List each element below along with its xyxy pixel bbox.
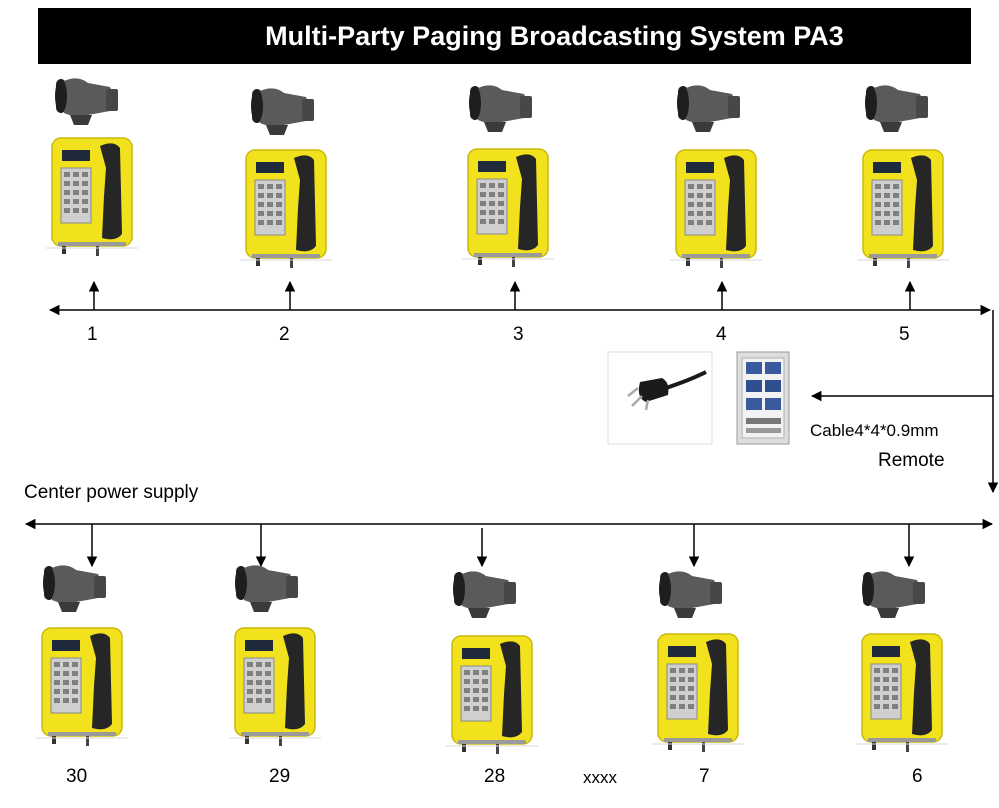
industrial-telephone-icon [445,635,539,755]
remote-label: Remote [878,450,945,471]
station-5 [856,85,950,269]
station-29 [228,565,322,747]
station-label-29: 29 [269,766,291,787]
horn-speaker-icon [677,85,740,132]
station-1 [45,78,139,257]
bottom-bus-taps [86,524,915,568]
industrial-telephone-icon [228,627,322,747]
title-bar: Multi-Party Paging Broadcasting System P… [38,8,971,64]
station-label-7: 7 [699,766,710,787]
horn-speaker-icon [235,565,298,612]
industrial-telephone-icon [856,149,950,269]
station-6 [855,571,949,753]
control-cabinet-icon [736,351,790,445]
horn-speaker-icon [865,85,928,132]
industrial-telephone-icon [35,627,129,747]
power-plug-icon [607,351,713,445]
horn-speaker-icon [862,571,925,618]
station-label-3: 3 [513,324,524,345]
diagram-title: Multi-Party Paging Broadcasting System P… [265,21,844,51]
horn-speaker-icon [43,565,106,612]
horn-speaker-icon [251,88,314,135]
horn-speaker-icon [659,571,722,618]
industrial-telephone-icon [239,149,333,269]
horn-speaker-icon [469,85,532,132]
station-label-5: 5 [899,324,910,345]
station-4 [669,85,763,269]
station-30 [35,565,129,747]
industrial-telephone-icon [669,149,763,269]
industrial-telephone-icon [651,633,745,753]
cable-label: Cable4*4*0.9mm [810,421,939,440]
horn-speaker-icon [453,571,516,618]
ellipsis-label: xxxx [583,768,617,787]
top-bus-taps [88,280,916,310]
station-label-4: 4 [716,324,727,345]
station-label-6: 6 [912,766,923,787]
station-7 [651,571,745,753]
industrial-telephone-icon [45,137,139,257]
station-label-2: 2 [279,324,290,345]
station-28 [445,571,539,755]
station-2 [239,88,333,269]
station-label-30: 30 [66,766,88,787]
power-supply-label: Center power supply [24,482,199,503]
horn-speaker-icon [55,78,118,125]
station-3 [461,85,555,268]
industrial-telephone-icon [461,148,555,268]
station-label-28: 28 [484,766,506,787]
station-label-1: 1 [87,324,98,345]
industrial-telephone-icon [855,633,949,753]
